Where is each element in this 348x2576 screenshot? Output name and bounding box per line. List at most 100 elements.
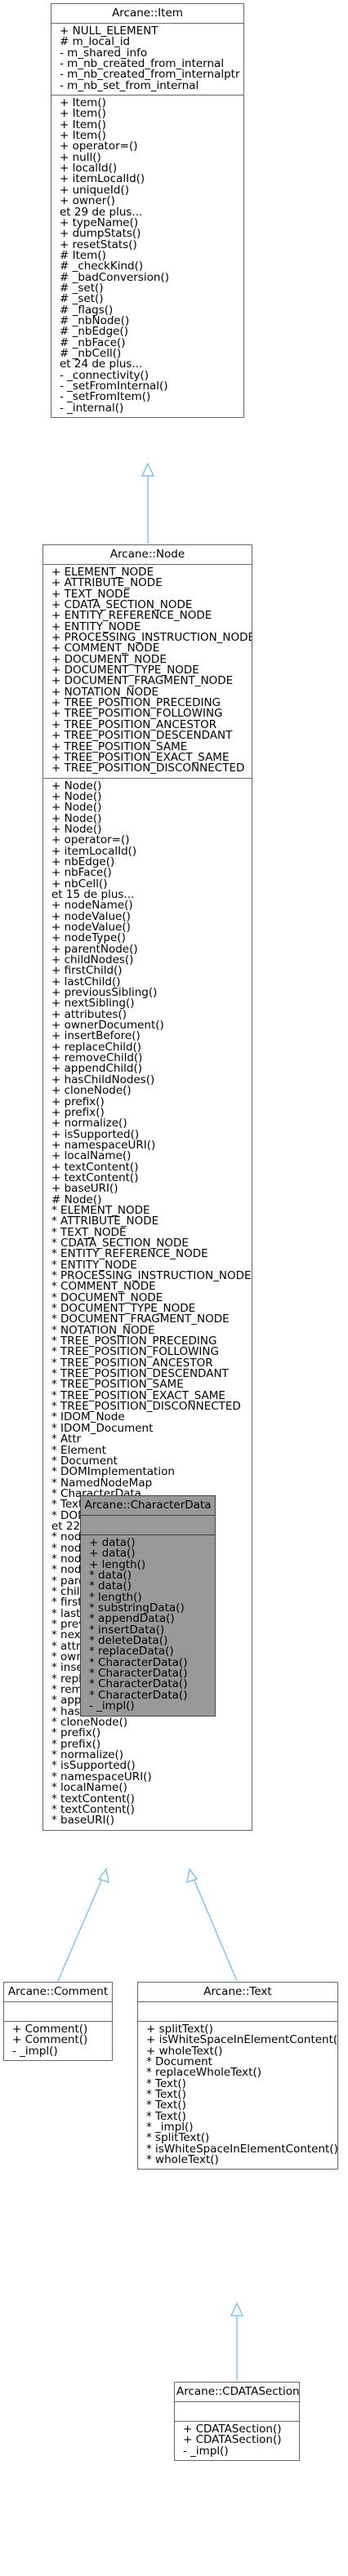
member-line: + TREE_POSITION_DESCENDANT <box>51 731 233 742</box>
attributes-section <box>81 1516 215 1535</box>
member-line: + Node() <box>51 824 102 836</box>
member-line: * DOCUMENT_NODE <box>51 1292 163 1304</box>
member-line: + hasChildNodes() <box>51 1074 155 1086</box>
member-line: # Item() <box>60 250 106 262</box>
arrowhead-item <box>141 462 154 477</box>
member-line: et 29 de plus... <box>60 207 143 218</box>
member-line: * Element <box>51 1445 106 1456</box>
member-line: * _impl() <box>146 2122 194 2134</box>
member-line: * cloneNode() <box>51 1717 128 1729</box>
member-line: + prefix() <box>51 1096 105 1108</box>
member-line: + null() <box>60 152 101 164</box>
member-line: * TREE_POSITION_SAME <box>51 1379 184 1391</box>
edge-text-to-characterdata <box>189 1868 238 1982</box>
attributes-section <box>138 2002 337 2022</box>
member-line: # _nbEdge() <box>60 326 128 338</box>
member-line: + resetStats() <box>60 239 137 251</box>
member-line: + nbFace() <box>51 868 112 879</box>
member-line: * DOMImplementation <box>51 1467 175 1478</box>
member-line: * ENTITY_REFERENCE_NODE <box>51 1249 208 1260</box>
member-line: + replaceChild() <box>51 1042 142 1054</box>
member-line: * CharacterData() <box>89 1657 188 1669</box>
member-line: + attributes() <box>51 1009 127 1021</box>
member-line: * ENTITY_NODE <box>51 1259 137 1271</box>
member-line: + firstChild() <box>51 966 123 977</box>
member-line: * NOTATION_NODE <box>51 1325 155 1337</box>
member-line: * baseURI() <box>51 1815 114 1827</box>
attributes-section: + NULL_ELEMENT# m_local_id- m_shared_inf… <box>51 24 243 96</box>
member-line: + ELEMENT_NODE <box>51 567 154 579</box>
member-line: - _setFromItem() <box>60 392 151 403</box>
member-line: + Comment() <box>12 2035 88 2046</box>
member-line: * Document <box>146 2057 212 2068</box>
member-line: * prefix() <box>51 1728 101 1739</box>
member-line: * replaceData() <box>89 1646 174 1658</box>
member-line: + Item() <box>60 109 106 120</box>
class-box-comment[interactable]: Arcane::Comment + Comment()+ Comment()- … <box>3 1982 113 2062</box>
member-line: + TREE_POSITION_ANCESTOR <box>51 719 217 731</box>
member-line: * TREE_POSITION_FOLLOWING <box>51 1347 219 1358</box>
member-line: + Node() <box>51 802 102 814</box>
member-line: * appendData() <box>89 1614 175 1625</box>
member-line: + Item() <box>60 119 106 131</box>
member-line: + removeChild() <box>51 1053 143 1064</box>
member-line: * prefix() <box>51 1739 101 1751</box>
member-line: + nodeName() <box>51 900 133 912</box>
member-line: + TREE_POSITION_PRECEDING <box>51 698 221 709</box>
member-line: + CDATA_SECTION_NODE <box>51 600 193 611</box>
member-line: * isSupported() <box>51 1761 136 1772</box>
member-line: * CharacterData() <box>89 1679 188 1690</box>
member-line: + nodeType() <box>51 933 126 944</box>
member-line: * TREE_POSITION_DESCENDANT <box>51 1369 229 1380</box>
member-line: - m_shared_info <box>60 47 148 60</box>
methods-section: + splitText()+ isWhiteSpaceInElementCont… <box>138 2022 337 2169</box>
member-line: - m_nb_created_from_internalptr <box>60 69 240 81</box>
member-line: + operator=() <box>51 835 130 846</box>
member-line: + COMMENT_NODE <box>51 643 160 655</box>
member-line: + CDATASection() <box>183 2435 282 2446</box>
class-box-text[interactable]: Arcane::Text + splitText()+ isWhiteSpace… <box>137 1982 338 2170</box>
member-line: + ENTITY_REFERENCE_NODE <box>51 611 212 622</box>
member-line: + TREE_POSITION_EXACT_SAME <box>51 752 230 764</box>
member-line: + DOCUMENT_TYPE_NODE <box>51 665 199 677</box>
member-line: + isSupported() <box>51 1129 140 1140</box>
class-box-item[interactable]: Arcane::Item + NULL_ELEMENT# m_local_id-… <box>51 3 244 419</box>
member-line: + baseURI() <box>51 1184 118 1195</box>
member-line: * Text() <box>146 2111 186 2123</box>
member-line: + ATTRIBUTE_NODE <box>51 578 163 589</box>
member-line: # _nbCell() <box>60 348 122 360</box>
member-line: * namespaceURI() <box>51 1771 152 1783</box>
member-line: * data() <box>89 1570 132 1582</box>
member-line: * CharacterData() <box>89 1690 188 1702</box>
member-line: * Attr <box>51 1434 82 1446</box>
class-box-cdatasection[interactable]: Arcane::CDATASection + CDATASection()+ C… <box>174 2382 300 2462</box>
member-line: * Text() <box>146 2078 186 2090</box>
member-line: + nodeValue() <box>51 911 131 922</box>
member-line: + data() <box>89 1538 136 1549</box>
member-line: + nextSibling() <box>51 998 135 1010</box>
member-line: + splitText() <box>146 2024 213 2036</box>
member-line: + CDATASection() <box>183 2424 282 2436</box>
member-line: + isWhiteSpaceInElementContent() <box>146 2035 337 2046</box>
member-line: * deleteData() <box>89 1636 168 1647</box>
member-line: * TREE_POSITION_PRECEDING <box>51 1336 217 1348</box>
member-line: + prefix() <box>51 1107 105 1119</box>
member-line: - _impl() <box>12 2045 58 2058</box>
member-line: + Comment() <box>12 2024 88 2036</box>
member-line: * substringData() <box>89 1603 185 1614</box>
arrowhead-characterdata-right <box>186 1868 198 1883</box>
member-line: + previousSibling() <box>51 988 158 999</box>
member-line: et 24 de plus... <box>60 359 143 371</box>
member-line: + ENTITY_NODE <box>51 621 141 633</box>
member-line: + ownerDocument() <box>51 1020 164 1032</box>
class-box-characterdata[interactable]: Arcane::CharacterData + data()+ data()+ … <box>80 1495 216 1717</box>
member-line: * IDOM_Node <box>51 1412 125 1423</box>
member-line: + namespaceURI() <box>51 1139 156 1152</box>
member-line: - m_nb_created_from_internal <box>60 59 225 70</box>
member-line: + nodeValue() <box>51 922 131 934</box>
member-line: * ATTRIBUTE_NODE <box>51 1216 159 1228</box>
member-line: * data() <box>89 1581 132 1592</box>
member-line: * Text <box>51 1499 83 1511</box>
member-line: + lastChild() <box>51 976 121 988</box>
methods-section: + Comment()+ Comment()- _impl() <box>4 2022 112 2060</box>
